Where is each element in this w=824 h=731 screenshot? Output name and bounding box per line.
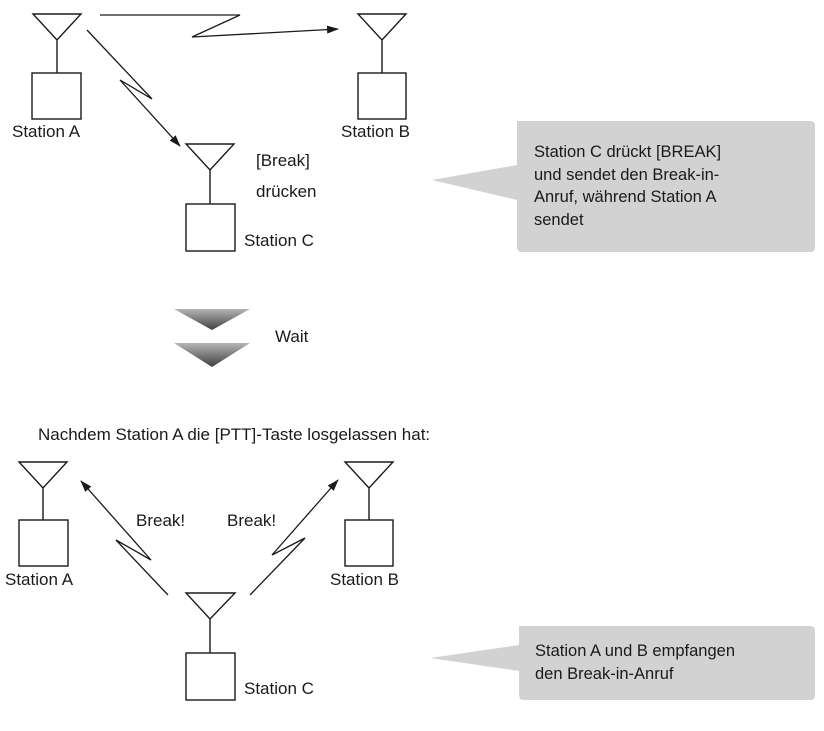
antenna-icon <box>184 143 236 204</box>
radio-box <box>185 203 236 252</box>
antenna-icon <box>343 461 395 520</box>
station-b-bottom <box>343 461 395 567</box>
radio-box <box>344 519 394 567</box>
wait-arrow-upper <box>174 309 250 330</box>
callout-top-line4: sendet <box>534 210 584 229</box>
station-b-label-bottom: Station B <box>330 570 399 589</box>
callout-text-top: Station C drückt [BREAK] und sendet den … <box>534 141 721 231</box>
callout-bottom-line1: Station A und B empfangen <box>535 642 735 660</box>
callout-top-line3: Anruf, während Station A <box>534 188 717 206</box>
radio-box <box>18 519 69 567</box>
antenna-icon <box>31 13 83 73</box>
radio-box <box>357 72 407 120</box>
callout-bubble-top <box>432 121 815 252</box>
callout-top-line2: und sendet den Break-in- <box>534 165 720 184</box>
press-break-label-line2: drücken <box>256 182 317 201</box>
press-break-label-line1: [Break] <box>256 151 310 170</box>
signal-a-to-b <box>100 14 339 38</box>
station-a-label-bottom: Station A <box>5 570 74 589</box>
callout-text-bottom: Station A und B empfangen den Break-in-A… <box>535 640 735 685</box>
antenna-icon <box>184 592 237 653</box>
station-b-label-top: Station B <box>341 122 410 141</box>
callout-bottom-line2: den Break-in-Anruf <box>535 664 674 683</box>
signal-c-to-b <box>249 479 339 596</box>
break-label-left: Break! <box>136 511 186 530</box>
radio-box <box>31 72 82 120</box>
wait-arrow-lower <box>174 343 250 367</box>
break-label-right: Break! <box>227 511 277 530</box>
signal-c-to-a <box>80 480 169 596</box>
station-a-bottom <box>17 461 69 567</box>
antenna-icon <box>17 461 69 520</box>
station-a-top <box>31 13 83 120</box>
station-c-top <box>184 143 236 252</box>
station-c-label-bottom: Station C <box>244 679 314 698</box>
antenna-icon <box>356 13 408 73</box>
bottom-heading: Nachdem Station A die [PTT]-Taste losgel… <box>38 425 431 444</box>
station-c-bottom <box>184 592 237 701</box>
wait-label: Wait <box>275 327 309 346</box>
signal-a-to-c <box>86 29 181 147</box>
station-b-top <box>356 13 408 120</box>
station-a-label-top: Station A <box>12 122 81 141</box>
callout-bubble-bottom <box>430 626 815 700</box>
radio-box <box>185 652 236 701</box>
callout-top-line1: Station C drückt [BREAK] <box>534 143 722 161</box>
station-c-label-top: Station C <box>244 231 314 250</box>
